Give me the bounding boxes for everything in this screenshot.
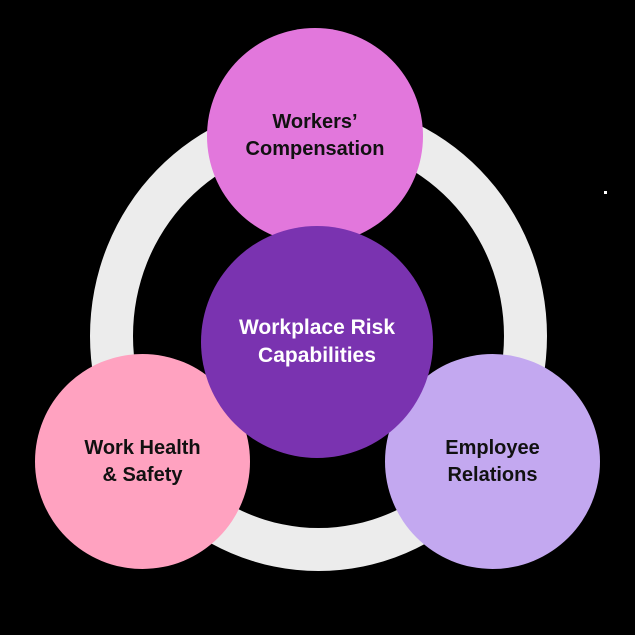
center-label: Workplace Risk Capabilities xyxy=(238,316,395,367)
node-label: Employee Relations xyxy=(445,436,540,486)
center-node-workplace-risk-capabilities: Workplace Risk Capabilities xyxy=(201,226,433,458)
node-label: Work Health & Safety xyxy=(84,436,201,486)
node-workers-compensation: Workers’ Compensation xyxy=(207,28,423,244)
node-label: Workers’ Compensation xyxy=(245,111,385,160)
accent-dot xyxy=(604,191,607,194)
node-employee-relations: Employee Relations xyxy=(385,354,600,569)
node-work-health-safety: Work Health & Safety xyxy=(35,354,250,569)
